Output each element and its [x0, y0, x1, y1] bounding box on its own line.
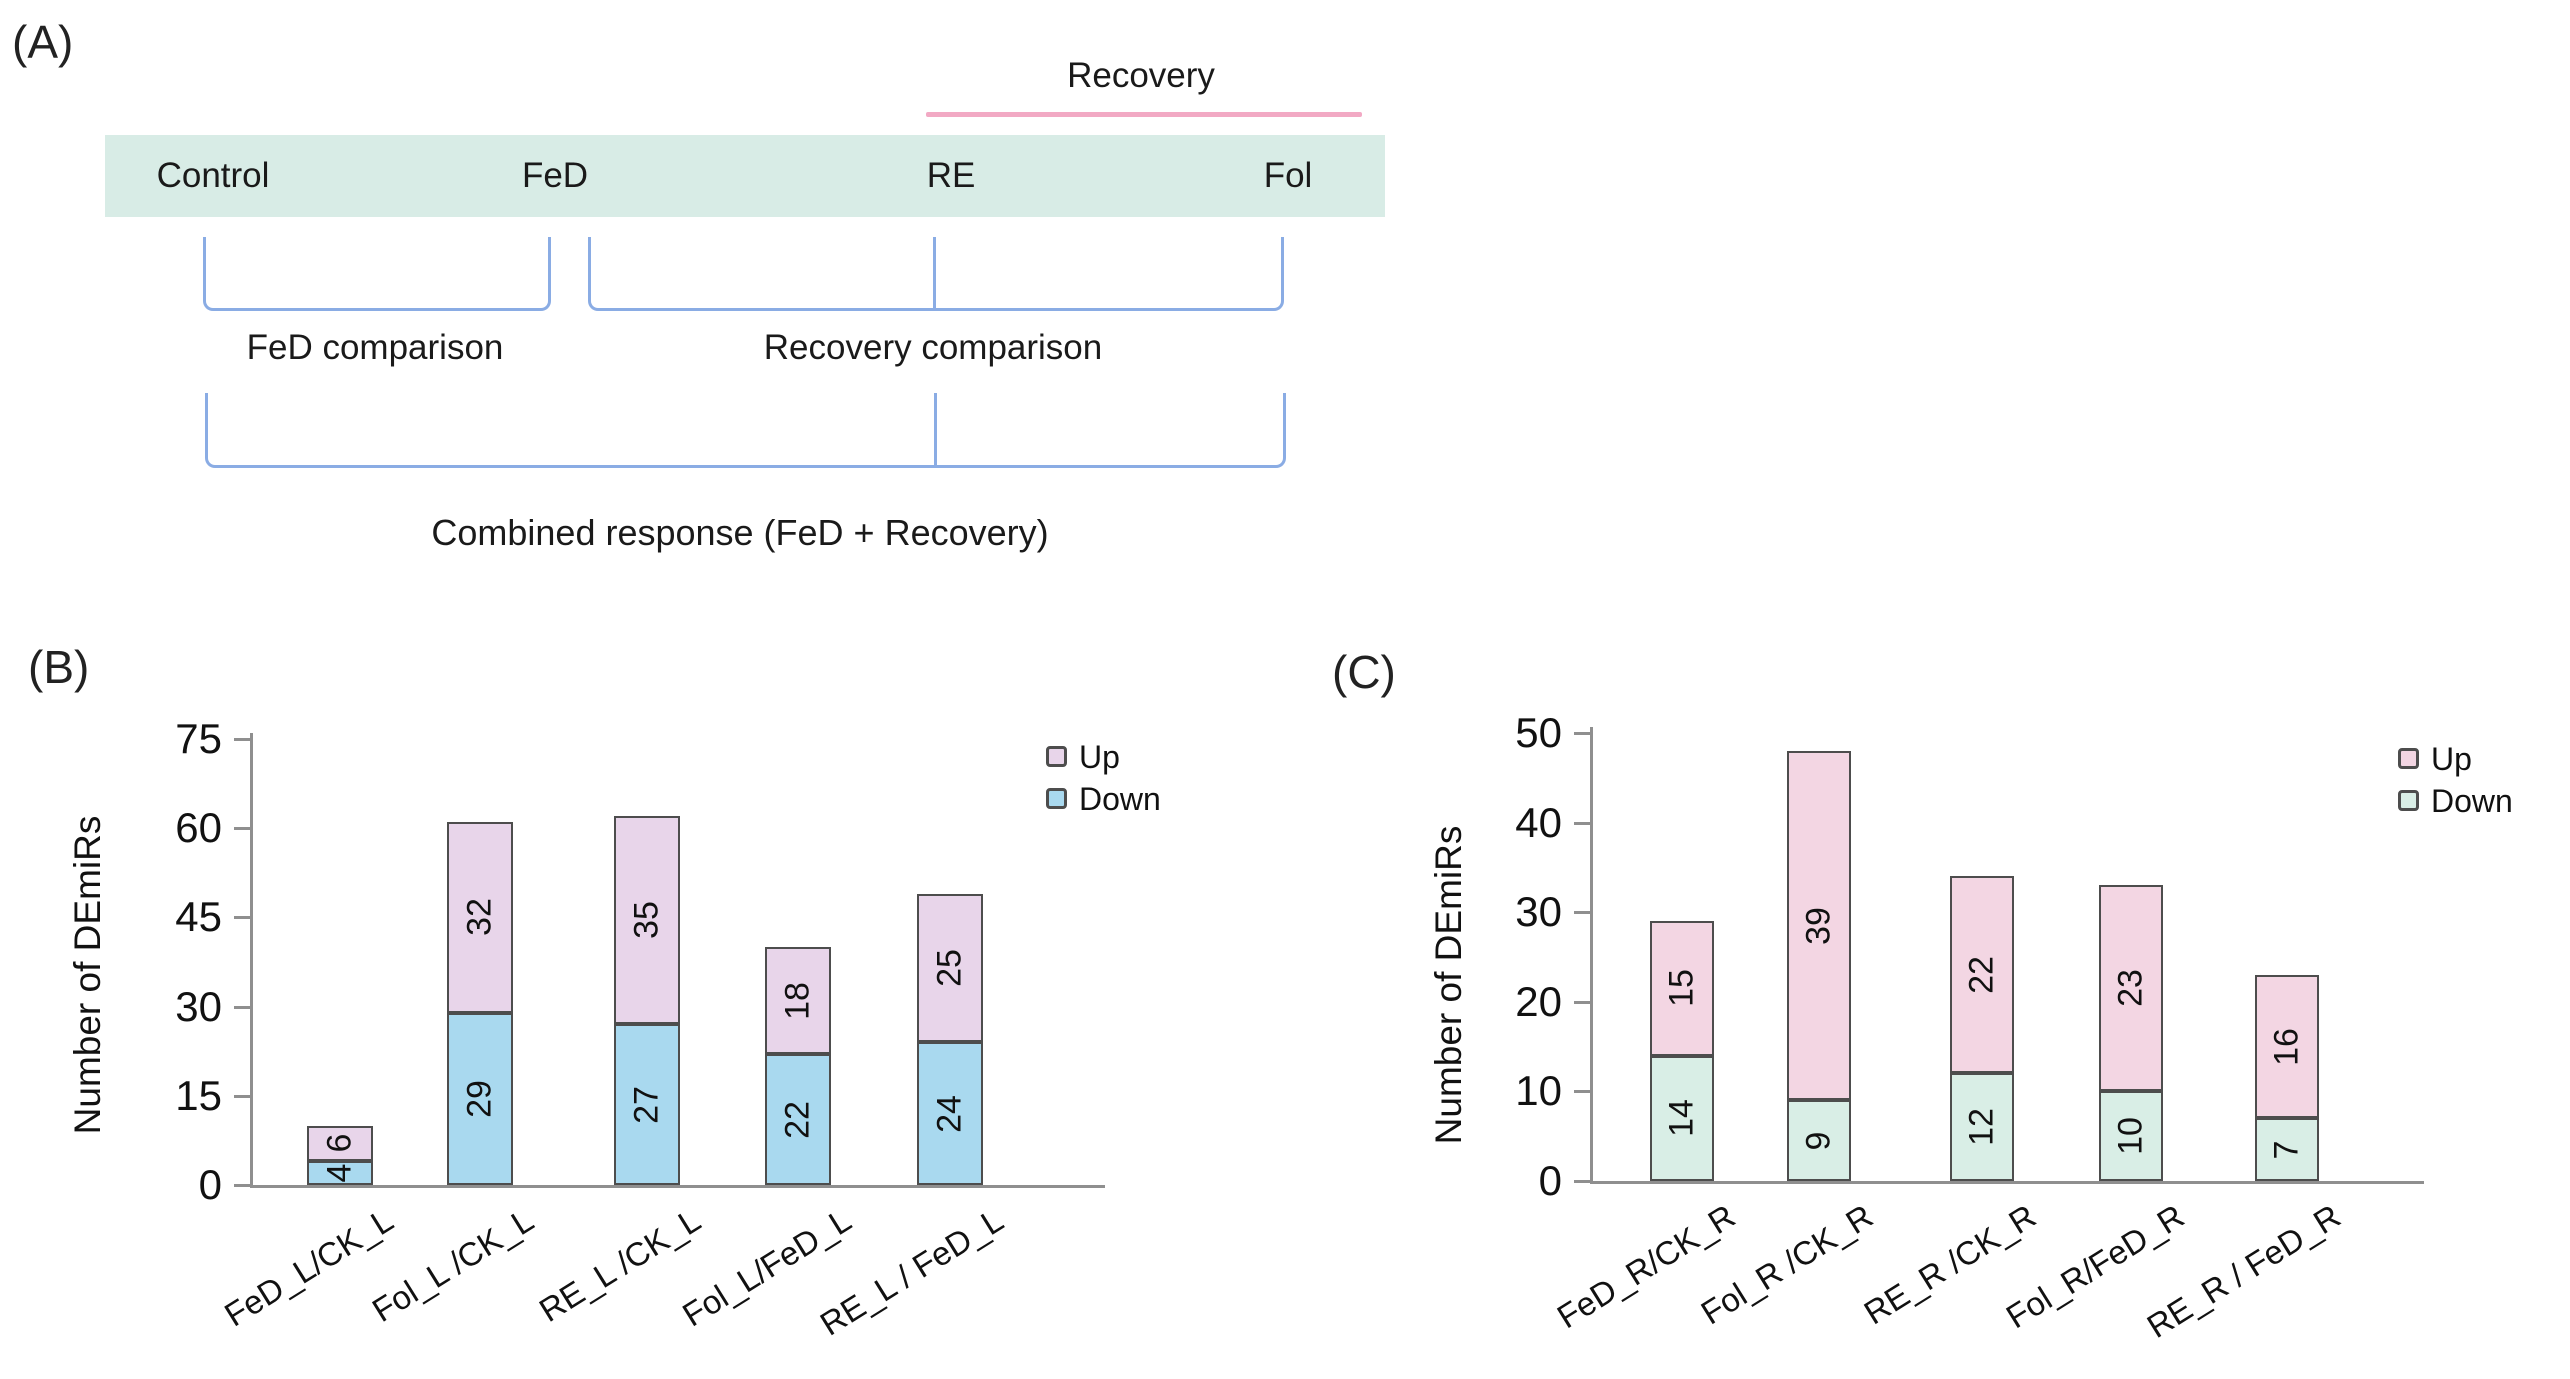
- bar-value-up: 15: [1662, 969, 1701, 1008]
- legend-label-down: Down: [1079, 781, 1161, 817]
- bar-value-up: 18: [778, 981, 817, 1020]
- timeline-banner: [105, 135, 1385, 217]
- bar-value-down: 29: [460, 1079, 499, 1118]
- bar-segment-up: [614, 816, 680, 1025]
- y-tick-mark: [1574, 732, 1590, 735]
- y-tick-label: 30: [1515, 888, 1562, 936]
- bar-segment-up: [1950, 876, 2014, 1074]
- y-axis-line-b: [250, 733, 253, 1185]
- bar-segment-down: [917, 1042, 983, 1185]
- y-tick-mark: [234, 916, 250, 920]
- y-tick-mark: [1574, 1000, 1590, 1004]
- recovery-underline: [926, 112, 1362, 117]
- bar-segment-down: [1787, 1100, 1851, 1181]
- bar-value-down: 27: [627, 1085, 666, 1124]
- y-tick-mark: [1574, 1180, 1590, 1183]
- y-tick-mark: [234, 827, 250, 831]
- y-axis-line-c: [1590, 727, 1593, 1181]
- bracket-combined-response: [205, 393, 1286, 468]
- bar-value-down: 7: [2267, 1140, 2306, 1160]
- y-tick-label: 50: [1515, 709, 1562, 756]
- x-axis-line-c: [1590, 1181, 2424, 1184]
- y-tick-label: 15: [175, 1071, 222, 1119]
- y-tick-label: 75: [175, 715, 222, 762]
- y-tick-mark: [234, 738, 250, 741]
- bar-segment-up: [2255, 974, 2319, 1119]
- timeline-label-fed: FeD: [521, 156, 589, 195]
- y-tick-mark: [1574, 821, 1590, 825]
- bar-value-down: 4: [320, 1163, 359, 1183]
- panel-b-label: (B): [28, 641, 90, 693]
- bar-segment-down: [307, 1161, 373, 1185]
- y-tick-label: 40: [1515, 798, 1562, 846]
- y-tick-label: 0: [1538, 1157, 1562, 1204]
- bar-value-down: 10: [2111, 1117, 2150, 1156]
- y-tick-mark: [234, 1184, 250, 1187]
- bar-segment-down: [2255, 1118, 2319, 1181]
- legend-label-down: Down: [2431, 783, 2513, 819]
- bar-segment-down: [614, 1024, 680, 1185]
- y-tick-label: 45: [175, 893, 222, 941]
- y-tick-label: 0: [198, 1161, 222, 1208]
- bar-value-down: 14: [1662, 1099, 1701, 1138]
- panel-a-label: (A): [12, 16, 74, 68]
- bar-segment-up: [765, 947, 831, 1055]
- legend-swatch-down: [2398, 790, 2419, 811]
- legend-label-up: Up: [2431, 741, 2472, 777]
- bar-value-down: 24: [930, 1094, 969, 1133]
- recovery-phase-label: Recovery: [1067, 56, 1215, 95]
- y-tick-label: 10: [1515, 1067, 1562, 1115]
- bar-segment-down: [1950, 1073, 2014, 1181]
- bar-segment-down: [765, 1054, 831, 1185]
- bar-value-up: 22: [1962, 955, 2001, 994]
- panel-c-label: (C): [1332, 646, 1396, 698]
- bar-segment-up: [1787, 750, 1851, 1101]
- timeline-label-fol: Fol: [1263, 156, 1313, 195]
- legend-label-up: Up: [1079, 739, 1120, 775]
- y-tick-label: 20: [1515, 977, 1562, 1025]
- bar-value-up: 23: [2111, 969, 2150, 1008]
- bar-value-up: 39: [1799, 906, 1838, 945]
- bar-value-down: 12: [1962, 1108, 2001, 1147]
- bar-value-up: 16: [2267, 1027, 2306, 1066]
- bar-segment-down: [447, 1012, 513, 1185]
- bar-segment-up: [307, 1125, 373, 1162]
- bar-value-down: 9: [1799, 1131, 1838, 1151]
- bar-segment-up: [1650, 921, 1714, 1056]
- legend-swatch-down: [1046, 788, 1067, 809]
- fed-comparison-caption: FeD comparison: [246, 328, 504, 367]
- y-tick-mark: [1574, 1090, 1590, 1094]
- legend-swatch-up: [2398, 748, 2419, 769]
- bar-value-up: 35: [627, 901, 666, 940]
- y-tick-mark: [234, 1094, 250, 1098]
- x-axis-line-b: [250, 1185, 1105, 1188]
- bar-value-up: 32: [460, 898, 499, 937]
- bracket-recovery-comparison: [588, 237, 1284, 311]
- bar-segment-up: [2099, 885, 2163, 1092]
- bracket-stub-re: [933, 237, 936, 308]
- bar-value-down: 22: [778, 1100, 817, 1139]
- timeline-label-control: Control: [156, 156, 270, 195]
- recovery-comparison-caption: Recovery comparison: [763, 328, 1103, 367]
- bar-value-up: 6: [320, 1133, 359, 1153]
- bar-segment-down: [1650, 1055, 1714, 1181]
- bracket-stub-combined-re: [934, 393, 937, 465]
- bar-value-up: 25: [930, 949, 969, 987]
- bar-segment-up: [447, 822, 513, 1013]
- y-tick-label: 30: [175, 982, 222, 1030]
- bar-segment-up: [917, 893, 983, 1043]
- timeline-label-re: RE: [926, 156, 976, 195]
- bar-segment-down: [2099, 1091, 2163, 1181]
- y-tick-mark: [1574, 911, 1590, 915]
- y-tick-mark: [234, 1005, 250, 1009]
- y-tick-label: 60: [175, 804, 222, 852]
- x-category-label: FeD_L/CK_L: [218, 1201, 400, 1334]
- bracket-fed-comparison: [203, 237, 551, 311]
- legend-swatch-up: [1046, 746, 1067, 767]
- combined-response-caption: Combined response (FeD + Recovery): [431, 512, 1049, 553]
